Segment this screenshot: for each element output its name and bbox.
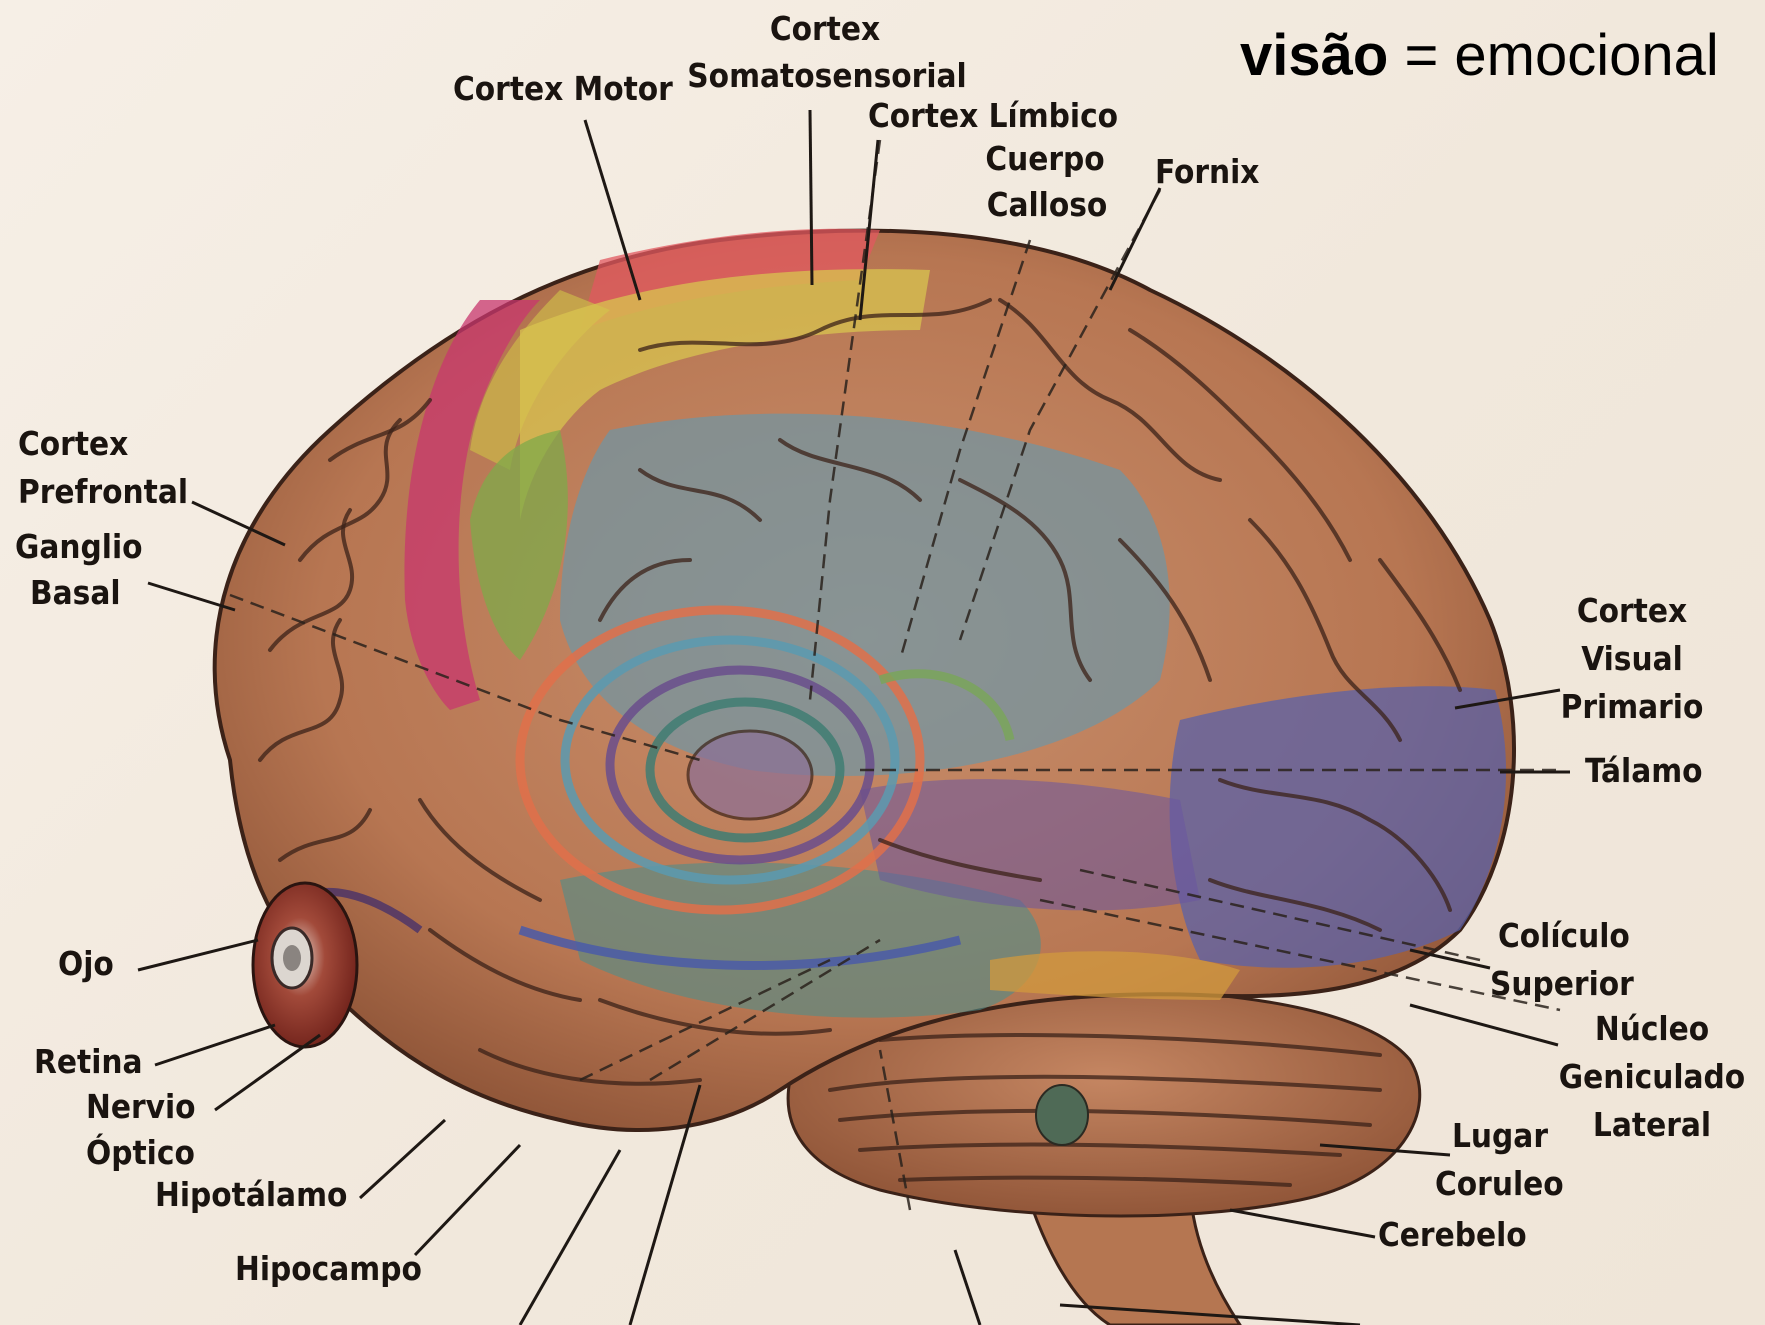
label-retina: Retina (34, 1042, 143, 1081)
label-cortex-prefrontal-line1: Cortex (18, 424, 128, 463)
label-ganglio-basal-line2: Basal (30, 573, 121, 612)
label-cortex-visual-line3: Primario (1561, 687, 1704, 726)
label-cortex-prefrontal-line2: Prefrontal (18, 472, 188, 511)
label-fornix: Fornix (1155, 152, 1259, 191)
label-coliculo-line2: Superior (1490, 964, 1634, 1003)
label-hipotalamo: Hipotálamo (155, 1175, 347, 1214)
label-ojo: Ojo (58, 944, 114, 983)
label-nervio-line2: Óptico (86, 1132, 195, 1172)
label-lugar-line1: Lugar (1452, 1116, 1548, 1155)
label-nervio-line1: Nervio (86, 1087, 196, 1126)
label-ganglio-basal-line1: Ganglio (15, 527, 143, 566)
label-cerebelo: Cerebelo (1378, 1215, 1527, 1254)
label-nucleo-line2: Geniculado (1559, 1057, 1745, 1096)
label-cortex-limbico: Cortex Límbico (868, 96, 1118, 135)
label-cuerpo-calloso-line1: Cuerpo (985, 139, 1104, 178)
label-coliculo-line1: Colículo (1498, 916, 1630, 955)
limbic-blue-region (560, 414, 1170, 776)
label-cortex-visual-line2: Visual (1581, 639, 1683, 678)
label-cortex-motor: Cortex Motor (453, 69, 673, 108)
label-lugar-line2: Coruleo (1435, 1164, 1564, 1203)
label-cortex-visual-line1: Cortex (1577, 591, 1687, 630)
visual-cortex-region (1170, 686, 1506, 968)
label-nucleo-line1: Núcleo (1595, 1009, 1709, 1048)
label-talamo: Tálamo (1585, 751, 1703, 790)
label-cuerpo-calloso-line2: Calloso (987, 185, 1108, 224)
label-cortex-somatosensorial-line2: Somatosensorial (687, 56, 966, 95)
label-nucleo-line3: Lateral (1593, 1105, 1711, 1144)
label-hipocampo: Hipocampo (235, 1249, 422, 1288)
locus-coeruleus-spot (1036, 1085, 1088, 1145)
label-cortex-somatosensorial-line1: Cortex (770, 9, 880, 48)
